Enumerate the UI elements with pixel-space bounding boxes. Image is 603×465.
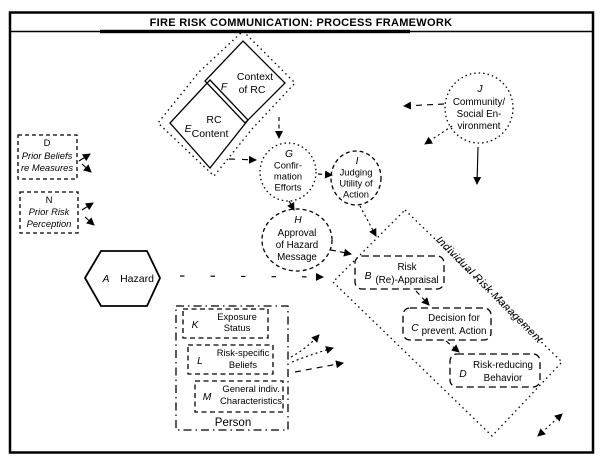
decision-prevent-action-box [402, 307, 492, 341]
arrow-community-to-judging [424, 125, 453, 145]
arrow-content-to-confirmation [228, 155, 257, 164]
arrow-prior-beliefs-in [81, 163, 92, 173]
rc-content-line2: Content [192, 128, 229, 140]
node-person-group: Person K Exposure Status L Risk-specific… [175, 305, 289, 431]
confirmation-efforts-letter: G [285, 149, 293, 160]
title-separator-thick [100, 29, 410, 34]
approval-hazard-line3: Message [277, 252, 317, 263]
general-characteristics-box [194, 380, 284, 413]
confirmation-efforts-line1: Confir- [274, 160, 302, 171]
node-judging-utility: I Judging Utility of Action [330, 150, 382, 206]
exposure-status-line1: Exposure [217, 311, 257, 322]
risk-reducing-behavior-letter: D [459, 369, 467, 380]
arrow-prior-beliefs-out [78, 153, 91, 162]
confirmation-efforts-circle [259, 142, 317, 202]
arrow-reappraisal-to-decision [415, 290, 430, 306]
exposure-status-box [182, 308, 269, 339]
arrow-community-to-left [403, 101, 445, 110]
prior-risk-line2: Perception [27, 218, 72, 229]
approval-hazard-letter: H [294, 215, 302, 226]
prior-risk-line1: Prior Risk [29, 206, 71, 217]
judging-utility-line2: Utility of [339, 178, 373, 189]
risk-reducing-behavior-box [449, 353, 541, 388]
rc-content-letter: E [185, 124, 192, 135]
community-social-line1: Community/ [453, 97, 506, 108]
confirmation-efforts-line2: mation [274, 171, 302, 182]
risk-reducing-behavior-line2: Behavior [484, 373, 523, 384]
risk-reappraisal-line1: Risk [397, 262, 416, 273]
arrow-approval-to-reappraisal [330, 248, 352, 257]
approval-hazard-line1: Approval [278, 228, 317, 239]
rc-content-line1: RC [206, 114, 222, 126]
judging-utility-letter: I [356, 156, 359, 167]
arrow-beliefs-out [291, 346, 334, 363]
prior-beliefs-box [17, 134, 78, 180]
risk-specific-beliefs-line2: Beliefs [229, 359, 257, 370]
hazard-hexagon [83, 250, 161, 307]
node-approval-hazard-message: H Approval of Hazard Message [261, 208, 333, 272]
figure-title: FIRE RISK COMMUNICATION: PROCESS FRAMEWO… [150, 17, 453, 29]
arrow-confirmation-to-approval [287, 200, 295, 211]
judging-utility-circle [330, 150, 382, 206]
risk-specific-beliefs-letter: L [197, 356, 203, 367]
risk-reducing-behavior-line1: Risk-reducing [473, 360, 533, 371]
prior-beliefs-line2: re Measures [21, 162, 73, 173]
arrow-decision-to-behavior [445, 340, 460, 353]
community-social-line3: vironment [457, 121, 500, 132]
general-characteristics-line2: Characteristics [220, 395, 282, 406]
context-of-rc-letter: F [221, 82, 228, 93]
arrow-confirmation-to-judging [317, 170, 333, 179]
rc-content-diamond [169, 79, 249, 170]
arrow-prior-risk-out [81, 202, 94, 211]
judging-utility-line3: Action [343, 189, 369, 200]
arrow-irm-bottom-double [537, 413, 563, 437]
arrow-characteristics-out [294, 360, 344, 373]
community-social-line2: Social En- [457, 109, 502, 120]
decision-prevent-action-line1: Decision for [428, 313, 480, 324]
confirmation-efforts-line3: Efforts [275, 182, 302, 193]
node-prior-risk-perception: N Prior Risk Perception [19, 191, 79, 234]
hazard-line1: Hazard [120, 273, 154, 285]
community-social-circle [444, 72, 514, 144]
prior-beliefs-line1: Prior Beliefs [22, 150, 73, 161]
person-label: Person [215, 417, 251, 429]
figure-frame [8, 11, 595, 454]
risk-reappraisal-letter: B [365, 271, 372, 282]
risk-specific-beliefs-line1: Risk-specific [217, 347, 270, 358]
arrow-community-down [473, 146, 482, 185]
risk-reappraisal-line2: (Re)-Appraisal [375, 275, 438, 286]
general-characteristics-letter: M [203, 392, 212, 403]
prior-beliefs-letter: D [44, 138, 51, 149]
prior-risk-letter: N [46, 195, 53, 206]
arrow-prior-risk-in [84, 216, 95, 226]
prior-risk-box [19, 191, 79, 234]
judging-utility-line1: Judging [340, 167, 373, 178]
approval-hazard-circle [261, 208, 333, 272]
decision-prevent-action-line2: prevent. Action [422, 326, 487, 337]
exposure-status-letter: K [192, 320, 200, 331]
risk-specific-beliefs-box [187, 344, 274, 375]
community-social-letter: J [476, 84, 483, 95]
context-of-rc-line1: Context [237, 71, 273, 83]
risk-reappraisal-box [354, 255, 445, 290]
node-confirmation-efforts: G Confir- mation Efforts [259, 142, 317, 202]
hazard-letter: A [102, 274, 110, 285]
arrow-judging-to-irm [359, 205, 377, 237]
node-hazard: A Hazard [83, 250, 161, 307]
node-rc-content: E RC Content [169, 79, 249, 170]
person-box [175, 305, 289, 431]
node-prior-beliefs: D Prior Beliefs re Measures [17, 134, 78, 180]
context-of-rc-line2: of RC [239, 84, 266, 96]
node-community-social-environment: J Community/ Social En- vironment [444, 72, 514, 144]
exposure-status-line2: Status [224, 322, 251, 333]
approval-hazard-line2: of Hazard [276, 240, 318, 251]
general-characteristics-line1: General indiv. [222, 383, 279, 394]
decision-prevent-action-letter: C [411, 323, 419, 334]
